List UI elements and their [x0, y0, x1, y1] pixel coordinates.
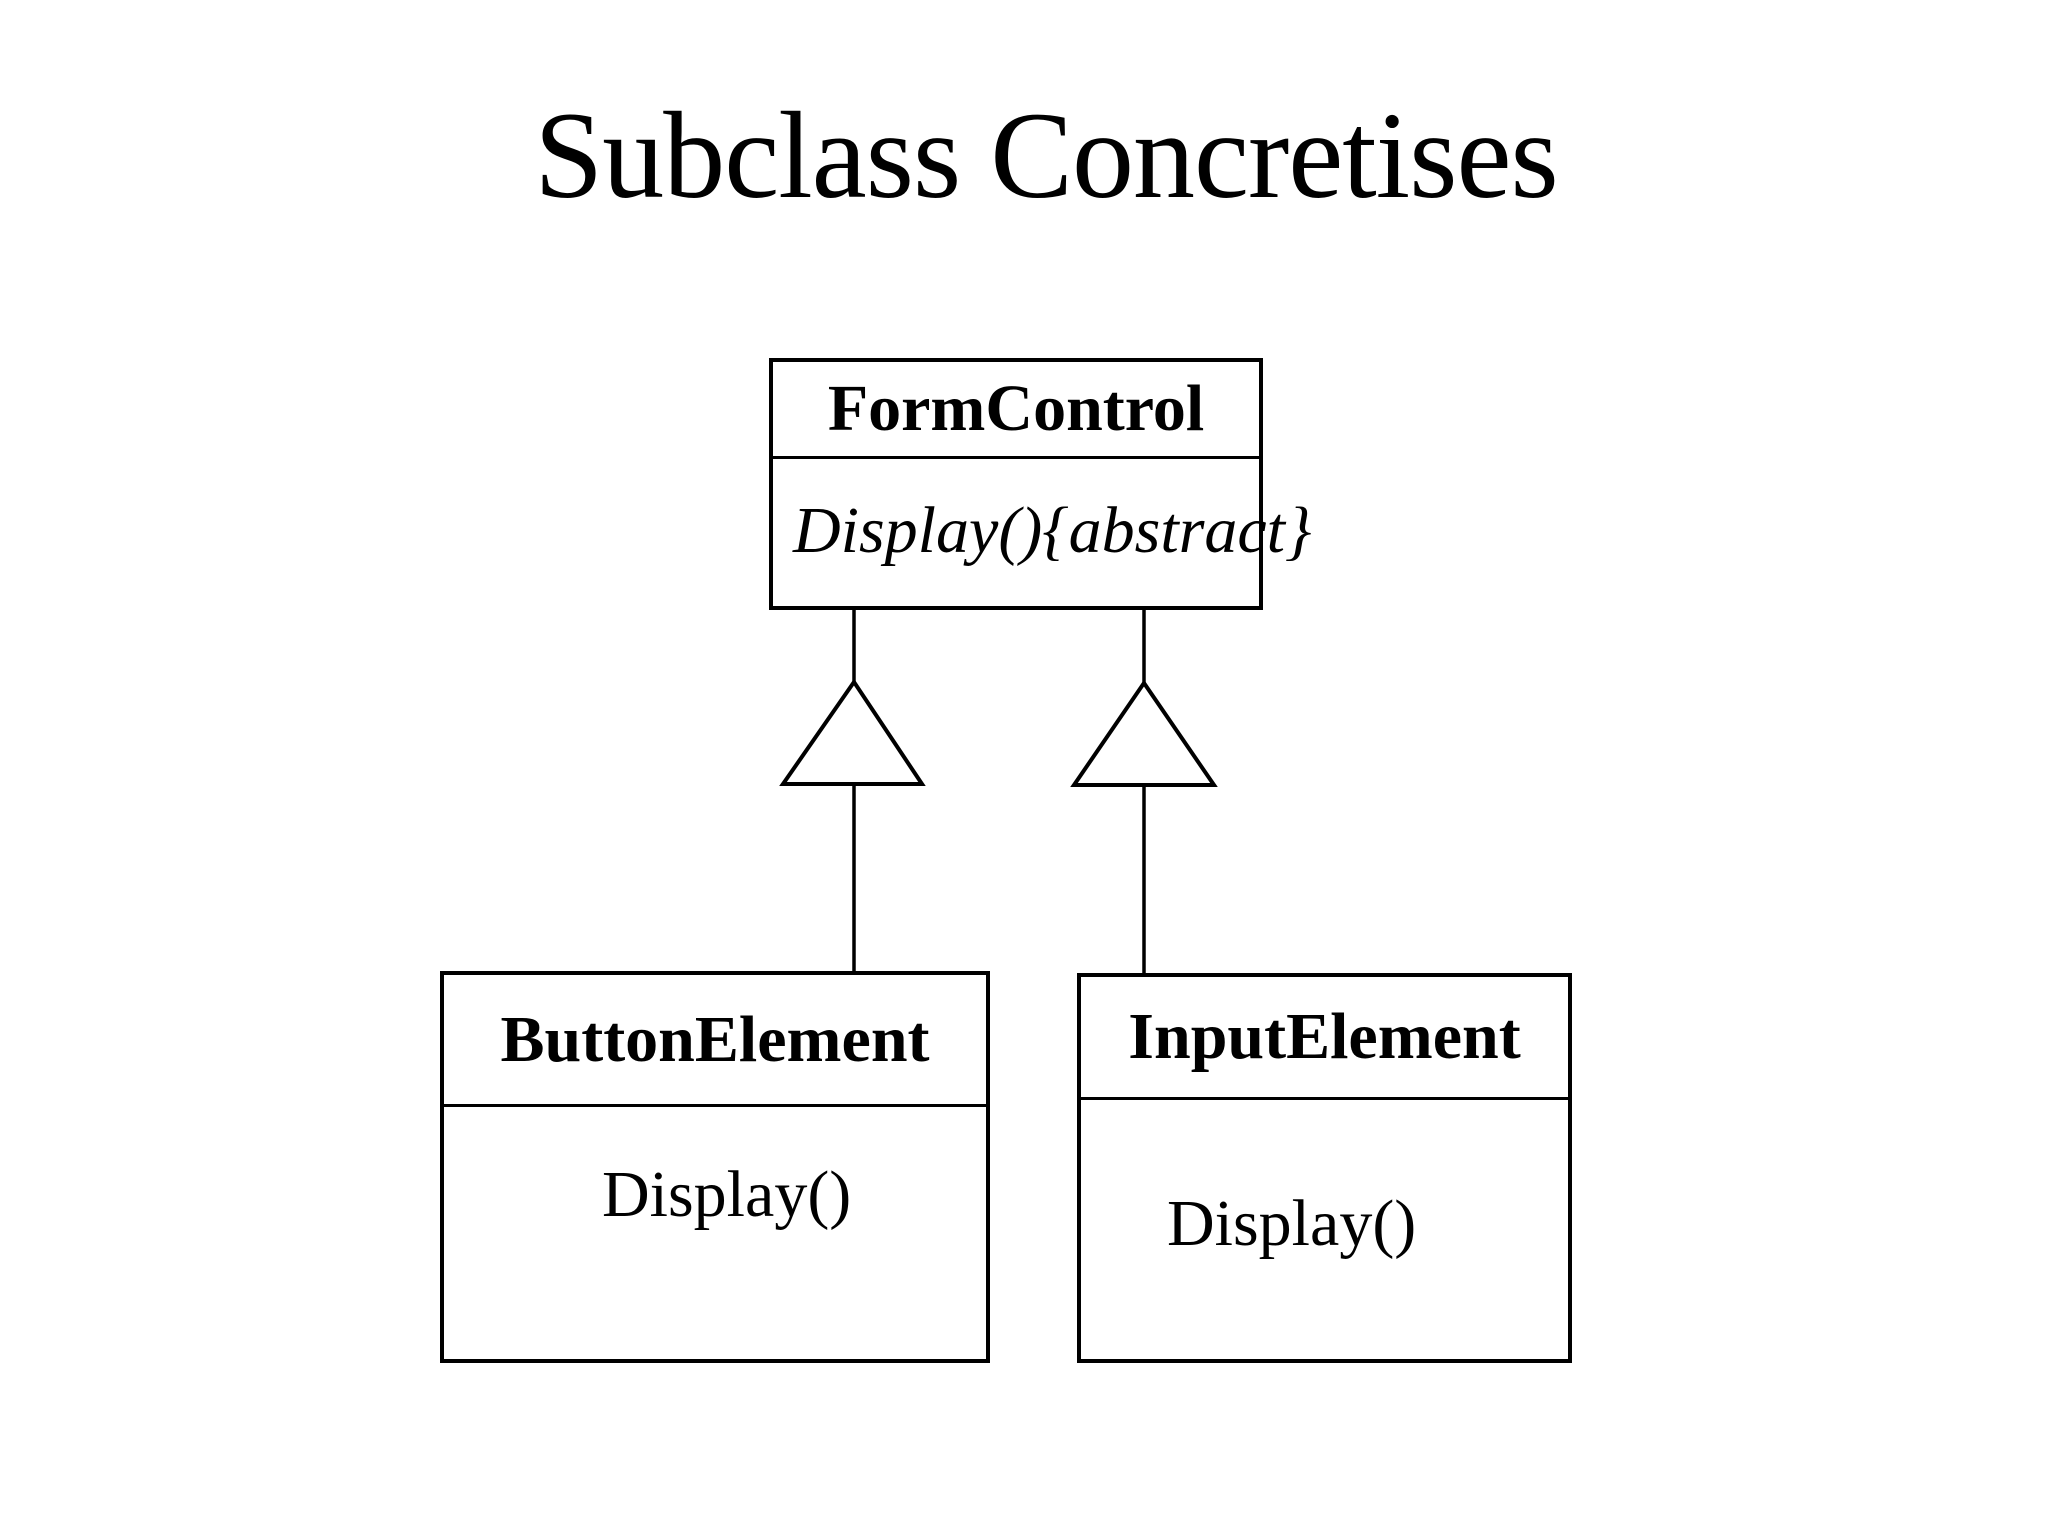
class-method: Display(){abstract} [793, 494, 1312, 567]
class-name: InputElement [1081, 977, 1568, 1100]
class-box-buttonelement: ButtonElement Display() [440, 971, 990, 1363]
inheritance-triangle-icon [1070, 679, 1218, 787]
class-box-inputelement: InputElement Display() [1077, 973, 1572, 1363]
class-name: ButtonElement [444, 975, 986, 1107]
inheritance-triangle-icon [779, 678, 926, 786]
class-box-formcontrol: FormControl Display(){abstract} [769, 358, 1312, 610]
generalization-connector-input-to-formcontrol [1070, 610, 1218, 975]
generalization-connector-button-to-formcontrol [779, 610, 926, 973]
class-method: Display() [1167, 1187, 1417, 1260]
class-name: FormControl [773, 362, 1259, 459]
class-method: Display() [602, 1158, 852, 1231]
slide-title: Subclass Concretises [534, 87, 1559, 224]
